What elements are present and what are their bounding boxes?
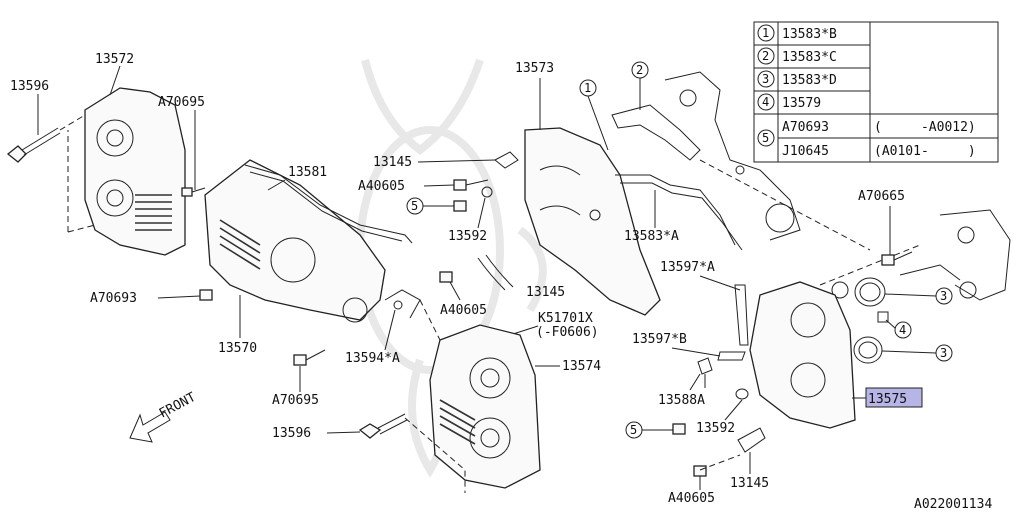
bolt-13596-lower[interactable] xyxy=(358,413,408,439)
seal-callout-3-upper[interactable] xyxy=(831,277,886,307)
seal-13594A[interactable] xyxy=(384,289,421,319)
legend-num-5: 5 xyxy=(762,131,769,145)
label-13594A: 13594*A xyxy=(345,351,400,366)
bolt-A40605-lower[interactable] xyxy=(693,465,707,477)
bolt-A70693[interactable] xyxy=(199,289,213,301)
legend-row-5: 5 A70693 ( -A0012) J10645 (A0101- ) xyxy=(757,120,976,159)
legend-row-4: 4 13579 xyxy=(757,93,821,111)
label-13145-lower: 13145 xyxy=(730,476,769,491)
label-13145-middle: 13145 xyxy=(526,285,565,300)
label-13575: 13575 xyxy=(868,392,907,407)
callout-3-lower: 3 xyxy=(940,346,947,360)
gasket-13583A[interactable] xyxy=(615,174,743,251)
bolt-A70665[interactable] xyxy=(881,251,913,266)
bolt-13596-upper[interactable] xyxy=(6,127,61,163)
label-13581: 13581 xyxy=(288,165,327,180)
legend-part-2: 13583*C xyxy=(782,50,837,65)
legend-part-5a: A70693 xyxy=(782,120,829,135)
legend-part-1: 13583*B xyxy=(782,27,837,42)
highlight-13575-box[interactable]: 13575 xyxy=(865,387,923,408)
bolt-circle5-lower[interactable] xyxy=(672,423,686,435)
label-A40605-middle: A40605 xyxy=(440,303,487,318)
engine-block-outline xyxy=(664,71,1011,301)
guide-13597B[interactable] xyxy=(717,351,746,361)
clip-13145-lower[interactable] xyxy=(737,427,766,453)
label-13596-upper: 13596 xyxy=(10,79,49,94)
bolt-A70695-upper[interactable] xyxy=(181,187,206,197)
label-13145-upper: 13145 xyxy=(373,155,412,170)
legend-part-4: 13579 xyxy=(782,96,821,111)
spacer-13592-lower[interactable] xyxy=(735,388,749,400)
legend-range-5a: ( -A0012) xyxy=(874,120,976,135)
front-arrow-icon xyxy=(129,411,171,443)
hose-13145-middle[interactable] xyxy=(477,254,514,291)
clip-13145-upper[interactable] xyxy=(494,151,519,169)
label-13572: 13572 xyxy=(95,52,134,67)
seal-callout-3-lower[interactable] xyxy=(853,336,883,364)
callout-4-circle xyxy=(894,321,912,339)
rear-cover-13570[interactable] xyxy=(204,159,386,323)
legend-row-2: 2 13583*C xyxy=(757,47,837,65)
seal-callout-4[interactable] xyxy=(877,311,889,323)
legend-num-2: 2 xyxy=(762,49,769,63)
label-13596-lower: 13596 xyxy=(272,426,311,441)
label-13592-lower: 13592 xyxy=(696,421,735,436)
legend-num-1: 1 xyxy=(762,26,769,40)
bolt-A40605-middle[interactable] xyxy=(439,271,453,283)
legend-row-3: 3 13583*D xyxy=(757,70,837,88)
gasket-callout-2-part[interactable] xyxy=(611,104,701,161)
label-K51701X: K51701X xyxy=(538,311,593,326)
label-13597A: 13597*A xyxy=(660,260,715,275)
gasket-13581[interactable] xyxy=(244,164,413,244)
front-label: FRONT xyxy=(157,390,199,422)
label-A40605-lower: A40605 xyxy=(668,491,715,506)
legend-part-3: 13583*D xyxy=(782,73,837,88)
label-A70695-upper: A70695 xyxy=(158,95,205,110)
callout-2: 2 xyxy=(636,63,643,77)
label-13573: 13573 xyxy=(515,61,554,76)
label-A70693: A70693 xyxy=(90,291,137,306)
label-13588A: 13588A xyxy=(658,393,705,408)
legend-row-1: 1 13583*B xyxy=(757,24,837,42)
callout-4: 4 xyxy=(899,323,906,337)
legend-num-3: 3 xyxy=(762,72,769,86)
label-A70665: A70665 xyxy=(858,189,905,204)
rear-cover-13573[interactable] xyxy=(524,127,661,316)
legend-part-5b: J10645 xyxy=(782,144,829,159)
sensor-13588A[interactable] xyxy=(697,357,713,388)
legend-num-4: 4 xyxy=(762,95,769,109)
diagram-id: A022001134 xyxy=(914,497,992,512)
rear-cover-13575[interactable] xyxy=(749,281,856,429)
callout-5-upper: 5 xyxy=(411,199,418,213)
legend-range-5b: (A0101- ) xyxy=(874,144,976,159)
callout-1: 1 xyxy=(584,81,591,95)
label-13583A: 13583*A xyxy=(624,229,679,244)
label-A40605-upper: A40605 xyxy=(358,179,405,194)
label-13570: 13570 xyxy=(218,341,257,356)
label-13597B: 13597*B xyxy=(632,332,687,347)
legend-table xyxy=(753,21,999,163)
callout-3-upper: 3 xyxy=(940,289,947,303)
label-A70695-lower: A70695 xyxy=(272,393,319,408)
label-13592-upper: 13592 xyxy=(448,229,487,244)
front-cover-13574[interactable] xyxy=(429,324,541,489)
label-13574: 13574 xyxy=(562,359,601,374)
front-cover-13572[interactable] xyxy=(84,87,186,256)
label-F0606: (-F0606) xyxy=(536,325,599,340)
bolt-A70695-lower[interactable] xyxy=(293,349,326,366)
guide-13597A[interactable] xyxy=(734,284,749,346)
callout-5-lower: 5 xyxy=(630,423,637,437)
